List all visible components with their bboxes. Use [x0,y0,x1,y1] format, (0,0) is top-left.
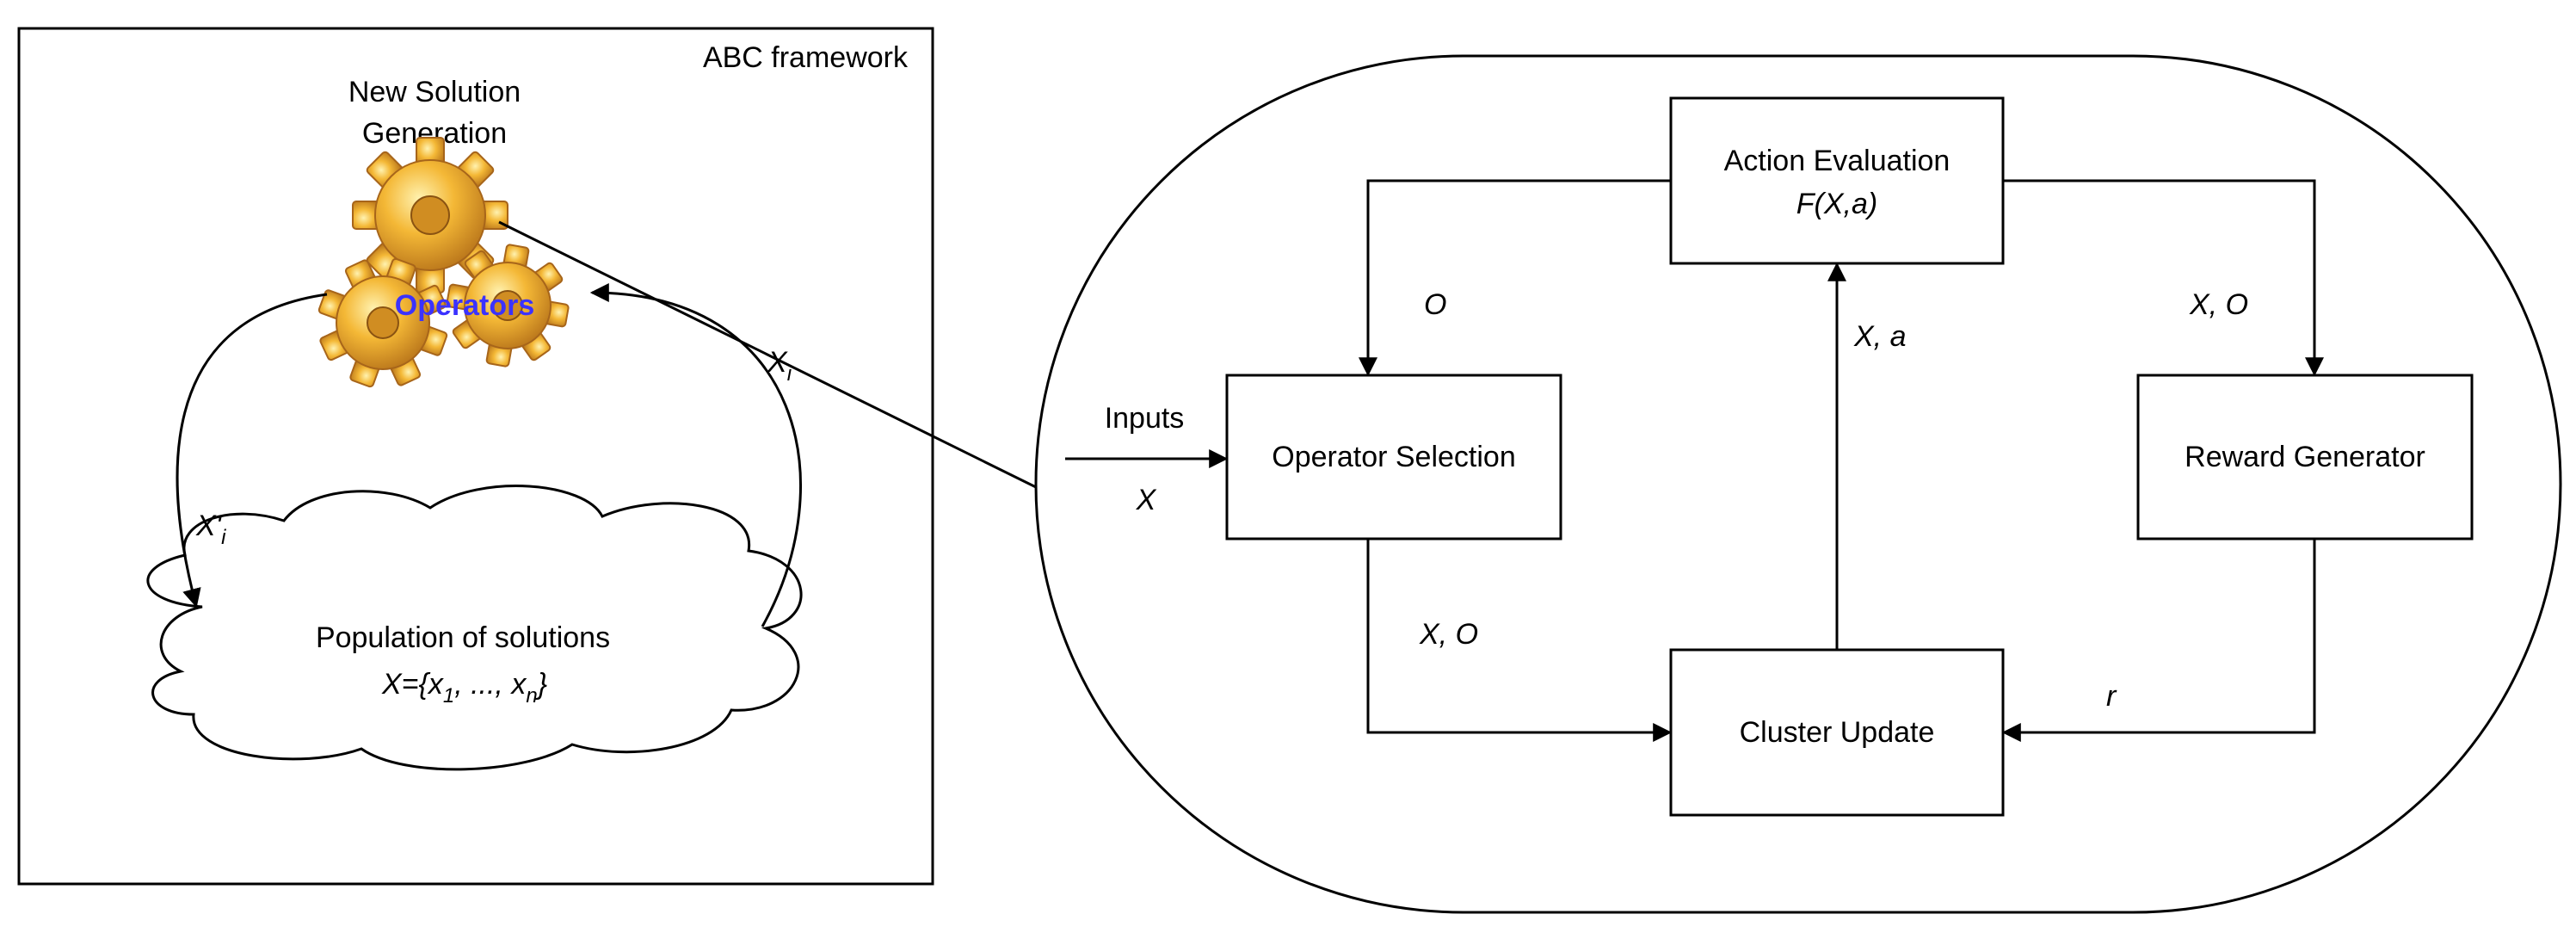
label-xo-bottom: X, O [1419,618,1478,651]
arrow-selection-to-cluster [1366,539,1673,742]
label-xa: X, a [1853,320,1906,353]
population-set: X={x1, ..., xn} [381,668,547,707]
action-evaluation-box [1669,96,2005,265]
cluster-update-label: Cluster Update [1740,716,1935,749]
arrow-population-to-operators [589,283,802,627]
cluster-update-box [1669,648,2005,817]
label-o: O [1424,288,1446,321]
arrow-evaluation-to-selection [1359,179,1671,377]
arrow-evaluation-to-reward [2003,179,2324,377]
action-evaluation-formula: F(X,a) [1796,188,1877,220]
inputs-label: Inputs [1105,402,1185,435]
abc-framework: ABC framework New Solution Generation [17,27,1037,886]
reward-generator-label: Reward Generator [2185,441,2425,473]
xi-label: Xi [767,346,792,386]
arrow-operators-to-population [176,293,328,608]
reward-generator-box [2136,374,2474,541]
arrow-reward-to-cluster [2001,539,2316,742]
action-evaluation-label: Action Evaluation [1724,145,1950,177]
xi-connector-line [498,220,1037,489]
operator-controller: Inputs X Operator Selection Action Evalu… [1034,54,2562,914]
operator-selection-label: Operator Selection [1272,441,1516,473]
inputs-x-label: X [1136,484,1157,516]
label-xo-top: X, O [2189,288,2248,321]
population-cloud [146,485,803,771]
operators-label: Operators [395,289,535,322]
gears-icon [317,137,570,388]
controller-frame [1034,54,2562,914]
population-title: Population of solutions [316,621,610,654]
new-solution-generation-title-line1: New Solution [348,76,521,108]
x-prime-label: X'i [195,510,226,549]
abc-framework-title: ABC framework [703,41,909,74]
label-r: r [2106,680,2117,713]
operator-selection-box [1225,374,1562,541]
